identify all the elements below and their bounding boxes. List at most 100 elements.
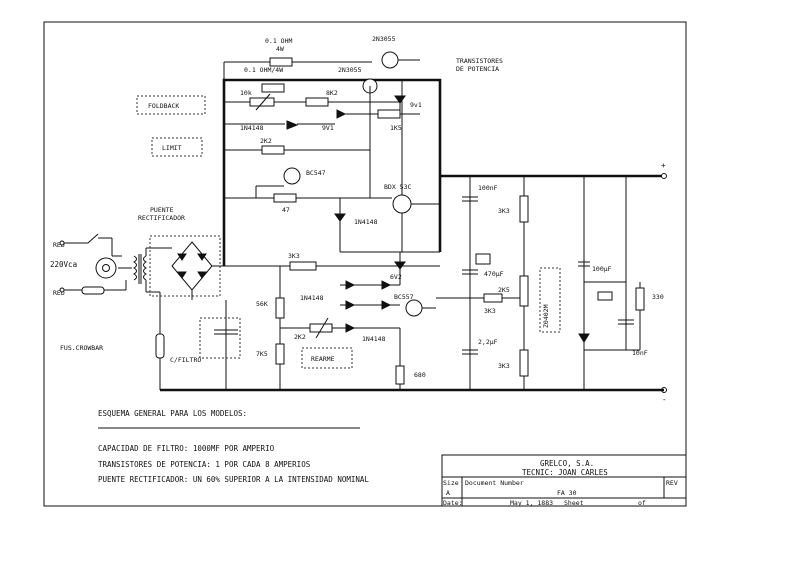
diode-1n4148-icon [286, 120, 299, 130]
crowbar-trigger-section: 3K3 56K 7K5 2K2 1N4148 1N4148 6V2 BC557 … [256, 252, 436, 390]
resistor-label: 330 [652, 293, 664, 301]
resistor-330 [635, 287, 645, 311]
capacitor-label: 10nF [632, 349, 648, 357]
diode-icon [345, 280, 356, 290]
resistor-label: 56K [256, 300, 268, 308]
bridge-label-line1: PUENTE [150, 206, 174, 214]
transistor-bdx53c-icon [392, 194, 412, 214]
output-plus-label: + [661, 161, 666, 170]
foldback-box [136, 95, 206, 115]
drawing-frame [43, 21, 687, 507]
bridge-label-line2: RECTIFICADOR [138, 214, 185, 222]
trimmer-arrow-icon [255, 93, 271, 111]
document-number-value: FA 30 [557, 489, 577, 497]
general-notes: ESQUEMA GENERAL PARA LOS MODELOS: CAPACI… [98, 409, 369, 484]
sheet-of-label: of [638, 499, 646, 507]
trimmer-arrow-icon [315, 317, 329, 339]
mains-terminal [59, 287, 65, 293]
transformer-primary-icon [133, 255, 137, 281]
mains-input: RED 220Vca RED [50, 233, 132, 297]
zener-diode-icon [336, 109, 347, 119]
thyristor-icon [578, 333, 590, 343]
limit-label: LIMIT [162, 144, 182, 152]
resistor-10k [249, 97, 275, 107]
output-section: 100nF 470µF 2,2µF 3K3 2K5 3K3 3K3 Z0402M… [436, 161, 667, 404]
zener-label: 9V1 [322, 124, 334, 132]
resistor-label: 3K3 [288, 252, 300, 260]
potentiometer-2k5 [519, 275, 529, 307]
resistor-0-1-ohm-top [269, 57, 293, 67]
resistor-label: 47 [282, 206, 290, 214]
resistor-1k5 [377, 109, 401, 119]
sheet-label: Sheet [564, 499, 584, 507]
transistor-label: BC547 [306, 169, 326, 177]
bridge-diode-icon [197, 271, 207, 279]
power-transistors-label-line2: DE POTENCIA [456, 65, 499, 73]
filter-capacitor-label: C/FILTRO [170, 356, 201, 364]
crowbar-chip-label: Z0402M [542, 304, 550, 328]
diode-label: 1N4148 [354, 218, 378, 226]
bridge-rectifier: PUENTE RECTIFICADOR [138, 206, 226, 300]
resistor-47 [273, 193, 297, 203]
crowbar-fuse-icon [155, 333, 165, 359]
rearme-label: REARME [311, 355, 335, 363]
resistor-56k [275, 297, 285, 319]
resistor-label: 680 [414, 371, 426, 379]
transistor-bc557-icon [405, 299, 423, 317]
notes-title: ESQUEMA GENERAL PARA LOS MODELOS: [98, 409, 247, 418]
diode-1n4148-icon [345, 323, 356, 333]
zener-label: 9v1 [410, 101, 422, 109]
diode-icon [345, 300, 356, 310]
transistor-2n3055-top-icon [381, 51, 399, 69]
mains-fuse-icon [81, 286, 105, 295]
transistor-label: BC557 [394, 293, 414, 301]
potentiometer-2k2 [309, 323, 333, 333]
size-value: A [446, 489, 450, 497]
company-name: GRELCO, S.A. [540, 459, 594, 468]
bridge-outline [149, 235, 221, 297]
date-label: Date: [443, 499, 463, 507]
note-bridge-rectifier: PUENTE RECTIFICADOR: UN 60% SUPERIOR A L… [98, 475, 369, 484]
diode-label: 1N4148 [240, 124, 264, 132]
mains-voltage-label: 220Vca [50, 260, 77, 269]
resistor-label: 7K5 [256, 350, 268, 358]
output-minus-label: - [662, 395, 667, 404]
technician-name: TECNIC: JOAN CARLES [522, 468, 608, 477]
filter-capacitor-box [199, 317, 241, 359]
capacitor-label: 100µF [592, 265, 612, 273]
bridge-diode-icon [177, 253, 187, 261]
capacitor-label: 100nF [478, 184, 498, 192]
bridge-diamond-icon [171, 241, 213, 291]
resistor-label: 3K3 [484, 307, 496, 315]
resistor-8k2 [305, 97, 329, 107]
resistor-3k3-d [519, 349, 529, 377]
date-value: May 1, 1883 [510, 499, 553, 507]
resistor-label: 0.1 OHM [265, 37, 292, 45]
title-block: GRELCO, S.A. TECNIC: JOAN CARLES Size A … [441, 454, 687, 507]
mains-red-label-bottom: RED [53, 289, 65, 297]
resistor-label: 3K3 [498, 362, 510, 370]
transistor-label: 2N3055 [372, 35, 396, 43]
capacitor-label: 2,2µF [478, 338, 498, 346]
polarity-marker [475, 253, 491, 265]
size-label: Size [443, 479, 459, 487]
resistor-label: 10k [240, 89, 252, 97]
potentiometer-label: 2K2 [294, 333, 306, 341]
diode-label: 1N4148 [300, 294, 324, 302]
note-power-transistors: TRANSISTORES DE POTENCIA: 1 POR CADA 8 A… [98, 460, 311, 469]
resistor-680 [395, 365, 405, 385]
diode-1n4148-icon [334, 213, 346, 222]
resistor-3k3-b [289, 261, 317, 271]
potentiometer-label: 2K5 [498, 286, 510, 294]
resistor-label: 0.1 OHM/4W [244, 66, 283, 74]
diode-icon [381, 280, 392, 290]
power-transistors-label-line1: TRANSISTORES [456, 57, 503, 65]
mains-terminal [59, 240, 65, 246]
document-number-label: Document Number [465, 479, 524, 487]
crowbar-fuse-label: FUS.CROWBAR [60, 344, 103, 352]
resistor-3k3-a [519, 195, 529, 223]
limit-box [151, 137, 203, 157]
revision-label: REV [666, 479, 678, 487]
filter-and-fuse: C/FILTRO FUS.CROWBAR [60, 300, 241, 390]
resistor-2k2 [261, 145, 285, 155]
